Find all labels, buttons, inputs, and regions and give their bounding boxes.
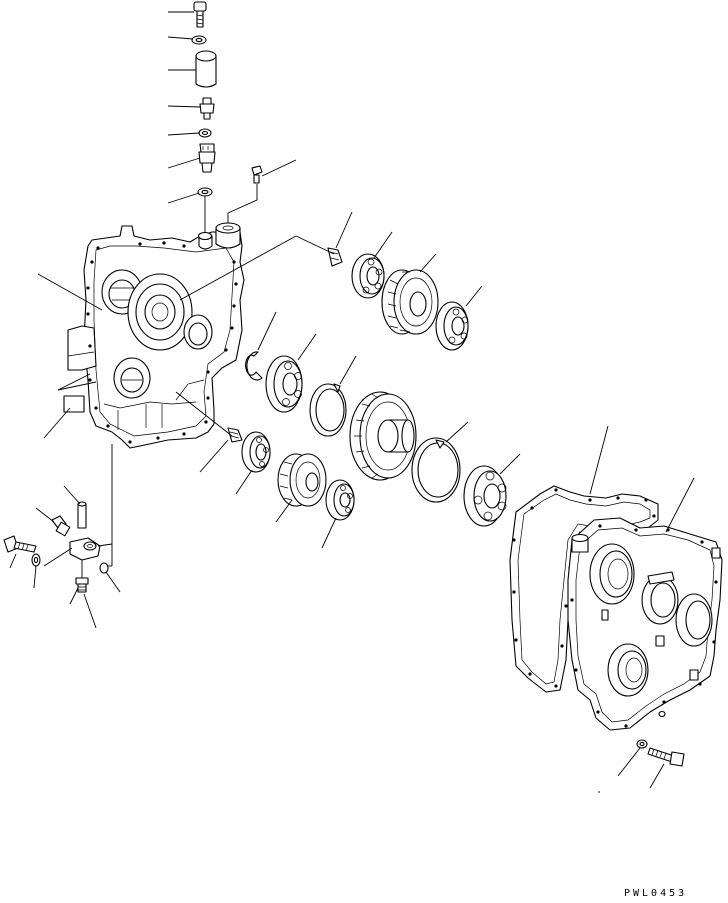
union-block: [69, 537, 113, 561]
breather-plug: [251, 165, 263, 184]
washer-top-1: [191, 35, 207, 45]
sensor: [51, 515, 71, 537]
bearing-lower-1: [241, 431, 271, 473]
leader-pin-vertical: [63, 485, 81, 505]
leader-lines-top: [167, 11, 297, 236]
leader-bearing-mid-1: [297, 333, 317, 361]
washer-left: [31, 553, 41, 567]
leader-plug-upper-c: [335, 211, 353, 249]
leader-bearing-lower-2: [321, 517, 337, 549]
washer-top-3: [197, 187, 213, 197]
leader-gasket: [589, 425, 609, 495]
leader-washer-bottom-right: [617, 747, 641, 777]
leader-snap-ring-2: [339, 355, 357, 385]
relief-valve: [198, 143, 216, 173]
o-ring-small: [99, 562, 109, 574]
pin-vertical: [77, 501, 87, 529]
leader-sensor: [35, 507, 55, 523]
snap-ring-2: [309, 383, 347, 437]
leader-right-cover: [665, 477, 695, 533]
drawing-code: PWL0453: [624, 888, 688, 899]
snap-ring-1: [245, 351, 263, 381]
right-cover-housing: [567, 517, 723, 731]
leader-plug-bottom-a: [69, 587, 79, 605]
leader-plug-lower-b: [199, 439, 229, 473]
bearing-upper-2: [435, 301, 469, 351]
leader-bearing-upper-1: [373, 231, 393, 259]
bearing-lower-2: [325, 479, 355, 521]
gear-lower: [277, 453, 327, 507]
leader-o-ring-small: [105, 571, 121, 593]
plug-lower: [227, 427, 243, 443]
plug-upper: [327, 247, 343, 267]
leader-bolt-bottom-right: [649, 763, 665, 789]
leader-bearing-upper-2: [465, 285, 483, 307]
sleeve: [195, 50, 217, 88]
leader-bearing-lower-1: [235, 469, 253, 495]
bearing-mid-1: [265, 355, 303, 413]
leader-snap-ring-1: [257, 311, 277, 351]
bolt-left: [3, 535, 37, 553]
fitting: [199, 97, 215, 120]
bolt-bottom-right: [647, 747, 685, 767]
leader-plug-bottom-b: [83, 593, 97, 629]
leader-gear-lower: [275, 499, 293, 523]
washer-bottom-right: [636, 739, 648, 749]
snap-ring-3: [411, 437, 461, 503]
leader-plug-upper-b: [179, 235, 297, 301]
top-bolt: [193, 1, 207, 28]
drive-gear: [349, 391, 417, 481]
leader-union-a: [43, 547, 73, 567]
leader-bolt-left: [9, 553, 17, 569]
leader-plug-upper: [295, 235, 335, 255]
leader-plug-lower: [175, 391, 233, 437]
leader-gear-upper: [419, 253, 437, 273]
gear-upper: [381, 269, 439, 335]
leader-snap-ring-3: [445, 421, 469, 443]
left-case-housing: [63, 222, 245, 449]
bearing-upper-1: [351, 253, 385, 299]
bearing-mid-2: [463, 465, 507, 527]
plug-bottom: [75, 577, 89, 593]
leader-washer-left: [33, 565, 37, 589]
washer-top-2: [198, 128, 212, 138]
leader-lines-case: [37, 273, 113, 567]
leader-bearing-mid-2: [499, 453, 521, 475]
